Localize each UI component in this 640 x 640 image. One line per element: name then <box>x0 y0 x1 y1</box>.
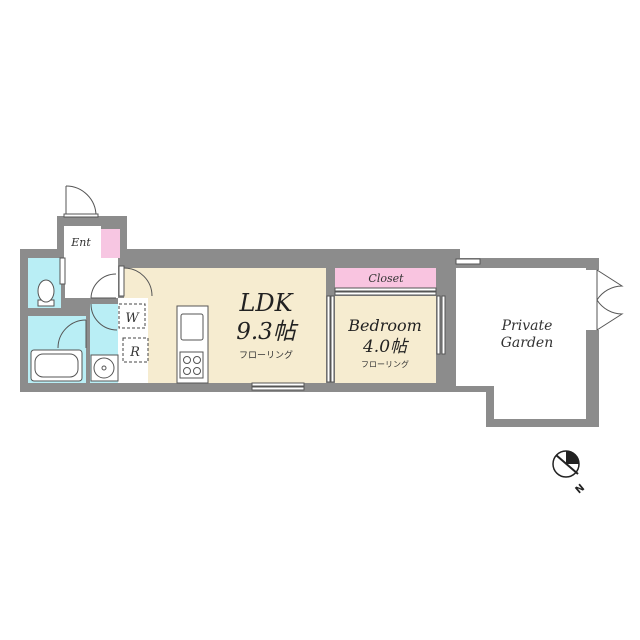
north-label: N <box>574 482 587 496</box>
closet <box>335 268 436 288</box>
bedroom-name: Bedroom <box>347 316 422 335</box>
closet-sliding-doors <box>334 287 437 296</box>
bedroom-floor-type: フローリング <box>361 359 409 369</box>
ldk-window <box>251 382 305 391</box>
garden-gate <box>584 269 624 331</box>
garden-window <box>455 258 481 265</box>
bedroom-window <box>436 295 446 355</box>
entrance-label: Ent <box>70 236 91 249</box>
wash-basin-fixture <box>90 354 119 382</box>
bedroom-size: 4.0帖 <box>362 337 410 357</box>
garden-label-line1: Private <box>501 318 553 334</box>
bath-door-swing <box>57 319 87 349</box>
ldk-size: 9.3帖 <box>236 319 299 345</box>
entrance-door <box>63 185 99 218</box>
ldk-floor <box>124 268 326 383</box>
washroom-door-swing <box>90 303 118 331</box>
north-arrow-icon <box>552 450 580 478</box>
corridor-floor <box>64 258 118 298</box>
private-garden-area <box>456 268 586 419</box>
entrance-floor <box>64 226 101 258</box>
garden-label-line2: Garden <box>501 335 554 351</box>
washer-space <box>118 303 146 329</box>
toilet-door <box>59 257 66 285</box>
bedroom-sliding-door <box>326 295 335 383</box>
bathtub-fixture <box>30 349 83 382</box>
fridge-space <box>122 337 149 363</box>
washer-label: W <box>125 311 140 326</box>
corridor-door <box>90 273 117 299</box>
closet-label: Closet <box>368 272 404 285</box>
entrance-storage <box>101 229 120 263</box>
ldk-door <box>118 265 153 297</box>
ldk-floor-type: フローリング <box>239 349 293 361</box>
bedroom-floor <box>335 296 436 383</box>
ldk-name: LDK <box>238 289 294 317</box>
kitchen-counter <box>176 305 209 384</box>
fridge-label: R <box>129 345 140 360</box>
toilet-fixture <box>37 279 55 307</box>
